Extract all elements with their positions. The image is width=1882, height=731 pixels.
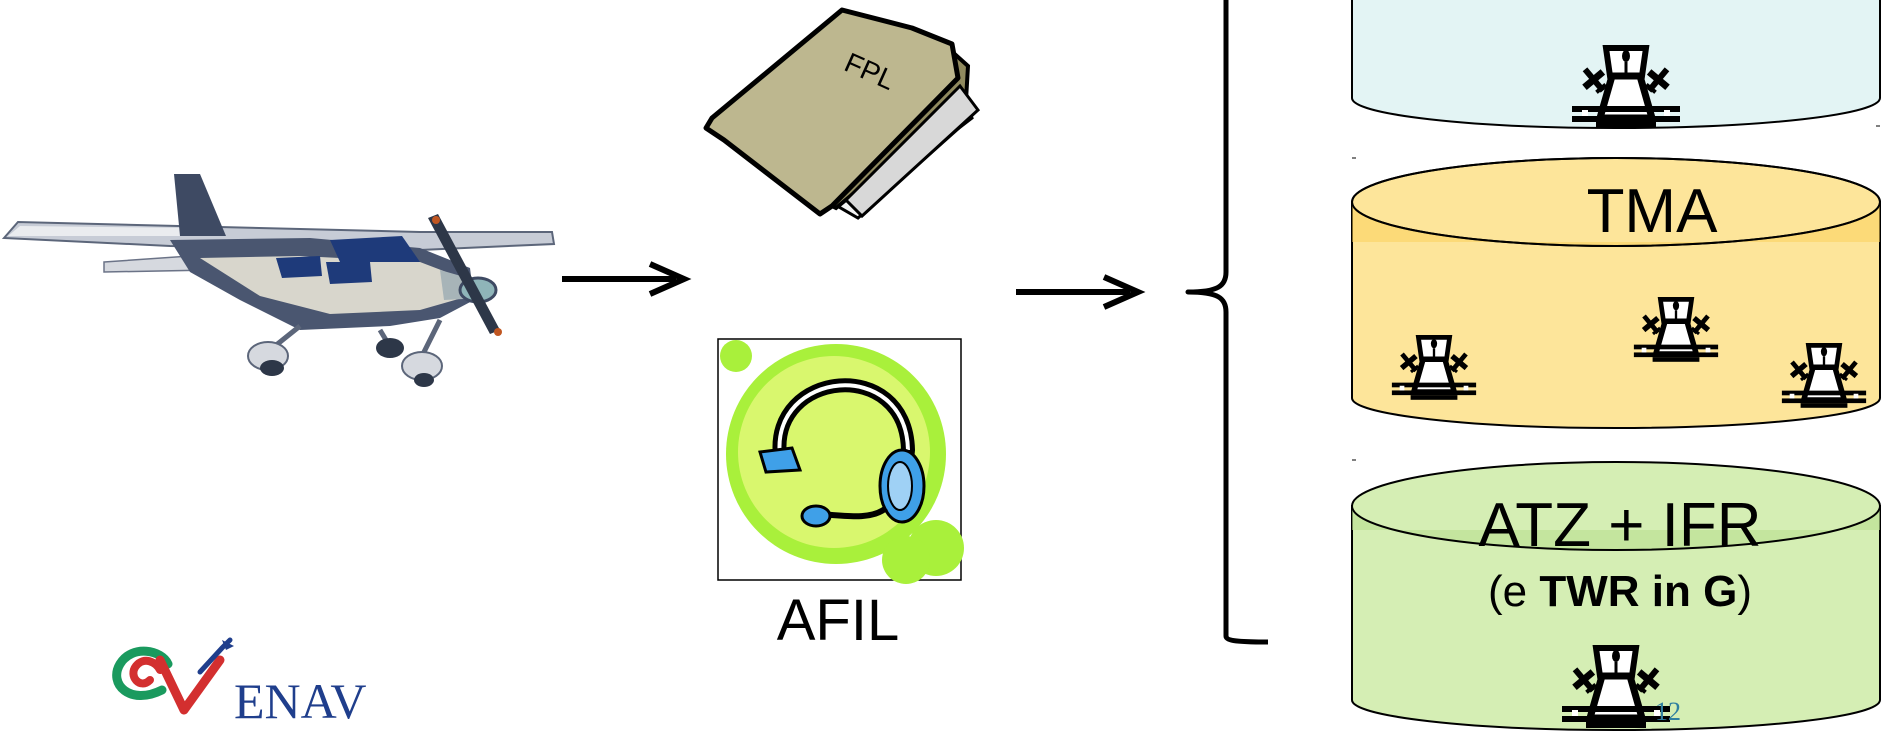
atz-sublabel: (e TWR in G) (1488, 567, 1752, 616)
enav-logo: ENAV (112, 637, 366, 729)
headset-icon (717, 338, 964, 584)
folder-icon: FPL (703, 7, 981, 220)
arrow-icon (1016, 274, 1146, 310)
atz-sub-bold: TWR in G (1539, 567, 1737, 616)
tma-label: TMA (1587, 177, 1719, 246)
arrow-icon (562, 261, 692, 297)
upper-airspace-cylinder (1351, 0, 1881, 128)
atz-sub-suffix: ) (1737, 567, 1752, 616)
atz-cylinder: ATZ + IFR (e TWR in G) (1351, 461, 1881, 730)
airplane-icon (1, 174, 556, 387)
atz-label: ATZ + IFR (1478, 491, 1761, 560)
atz-sub-prefix: (e (1488, 567, 1539, 616)
afil-label: AFIL (777, 588, 900, 653)
tma-cylinder: TMA (1351, 157, 1881, 429)
page-number: 12 (1655, 697, 1681, 726)
brace-icon (1185, 0, 1269, 645)
enav-wordmark: ENAV (234, 673, 366, 729)
